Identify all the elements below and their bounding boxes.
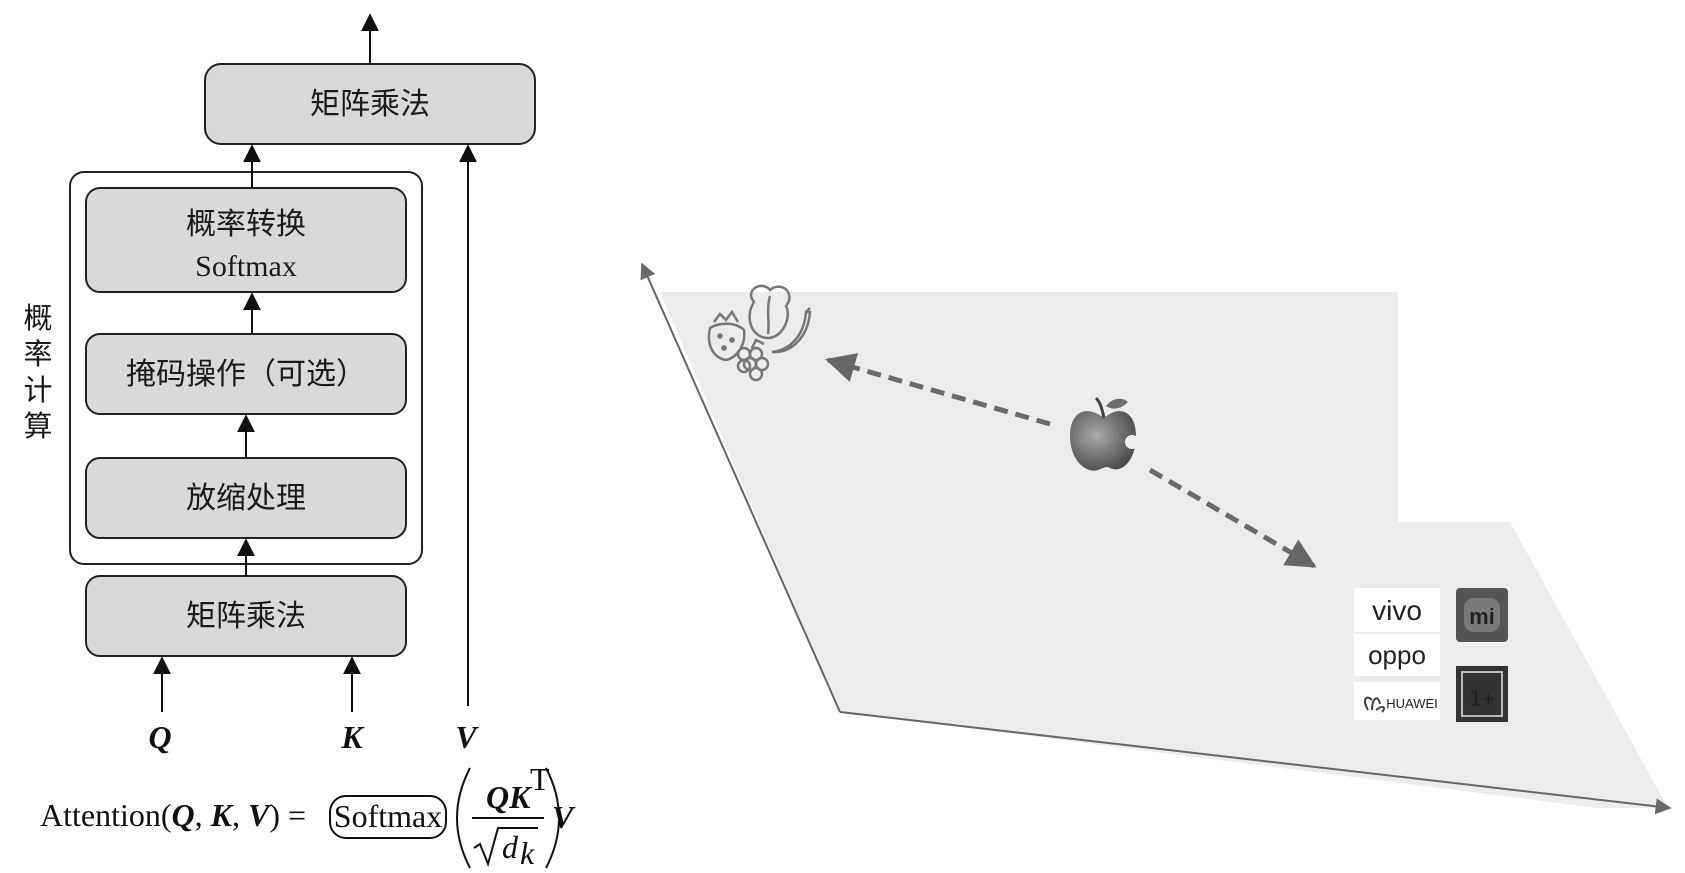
top-matmul-label: 矩阵乘法: [310, 87, 430, 122]
attention-formula: Attention(Q, K, V) = Softmax QK T d k V: [40, 761, 576, 871]
formula-trailing-v: V: [552, 799, 576, 835]
horizontal-axis: [839, 711, 1672, 815]
softmax-highlight-box: [329, 795, 447, 839]
formula-softmax: Softmax: [334, 798, 442, 834]
formula-k: K: [210, 797, 235, 833]
attention-flow: 矩阵乘法 概 率 计 算 概率转换 Softmax 掩码操作（可选） 放缩处理: [23, 13, 536, 755]
bottom-matmul-label: 矩阵乘法: [186, 599, 306, 634]
formula-prefix: Attention(: [40, 797, 172, 833]
formula-q: Q: [172, 797, 195, 833]
group-label: 概 率 计 算: [23, 301, 52, 443]
sqrt-symbol: [473, 827, 538, 868]
softmax-label-cn: 概率转换: [186, 207, 306, 242]
group-label-char-1: 概: [23, 301, 52, 335]
vivo-text: vivo: [1372, 595, 1422, 626]
huawei-logo: HUAWEI: [1354, 682, 1440, 720]
input-v-label: V: [455, 719, 479, 755]
denominator-sub-k: k: [520, 835, 535, 871]
huawei-text: HUAWEI: [1386, 696, 1438, 711]
scale-label: 放缩处理: [186, 481, 306, 516]
arrow-apple-to-fruits: [825, 353, 1051, 427]
formula-v: V: [248, 797, 272, 833]
oppo-logo: oppo: [1354, 634, 1440, 676]
oneplus-logo: 1+: [1456, 666, 1508, 722]
arrow-apple-to-phones: [1148, 467, 1317, 569]
softmax-box: 概率转换 Softmax: [85, 187, 407, 293]
top-matmul-box: 矩阵乘法: [204, 63, 536, 145]
apple-icon: [1070, 396, 1139, 471]
formula-close-eq: ) =: [269, 797, 306, 833]
denominator-d: d: [502, 829, 519, 865]
embedding-plane: [660, 292, 1668, 808]
phone-brands: vivo oppo HUAWEI mi 1+: [1354, 588, 1508, 722]
oppo-text: oppo: [1368, 640, 1426, 670]
bottom-matmul-box: 矩阵乘法: [85, 575, 407, 657]
vivo-logo: vivo: [1354, 588, 1440, 632]
input-k-label: K: [340, 719, 365, 755]
formula-numerator: QK: [486, 779, 533, 815]
group-label-char-2: 率: [23, 337, 52, 371]
oneplus-text: 1+: [1469, 686, 1494, 711]
formula-superscript-t: T: [530, 761, 550, 797]
formula-lhs: Attention(Q, K, V) =: [40, 797, 306, 833]
mask-box: 掩码操作（可选）: [85, 333, 407, 415]
mi-logo: mi: [1456, 588, 1508, 642]
input-q-label: Q: [148, 719, 171, 755]
formula-sep2: ,: [232, 797, 248, 833]
group-label-char-4: 算: [23, 409, 52, 443]
numerator-q: Q: [486, 779, 509, 815]
group-label-char-3: 计: [23, 373, 52, 407]
softmax-label-en: Softmax: [195, 250, 297, 283]
mi-text: mi: [1469, 604, 1495, 629]
vertical-axis: [640, 262, 841, 713]
formula-left-paren: [456, 767, 471, 869]
scale-box: 放缩处理: [85, 457, 407, 539]
embedding-space: vivo oppo HUAWEI mi 1+: [640, 262, 1672, 815]
formula-sep1: ,: [195, 797, 211, 833]
fruits-icon: [707, 284, 812, 382]
mask-label: 掩码操作（可选）: [126, 357, 366, 392]
formula-right-paren: [545, 767, 560, 869]
numerator-k: K: [508, 779, 533, 815]
